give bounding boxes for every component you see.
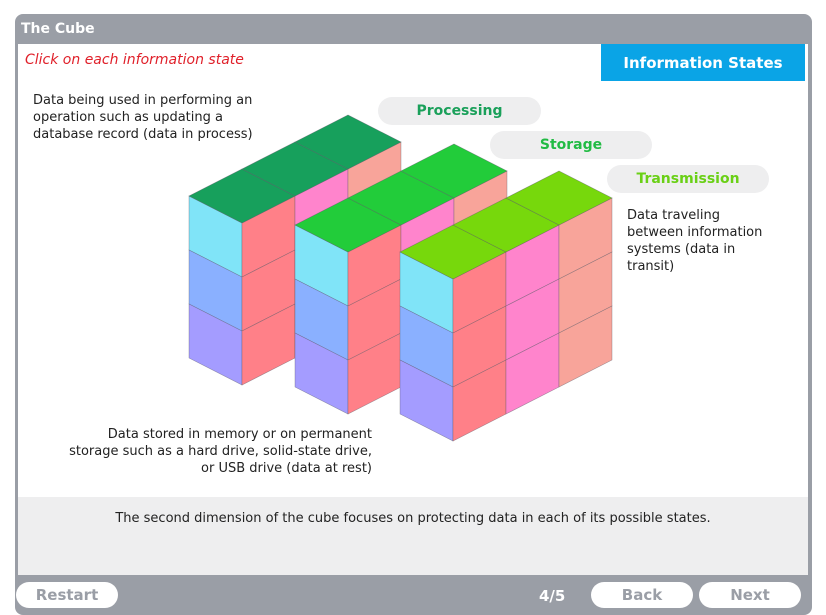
transmission-desc-line: transit): [627, 259, 675, 274]
processing-desc-line: operation such as updating a: [33, 110, 223, 125]
transmission-slab-side-cell[interactable]: [558, 305, 613, 388]
transmission-button[interactable]: Transmission: [607, 165, 769, 193]
storage-desc-line: storage such as a hard drive, solid-stat…: [69, 444, 372, 459]
back-button[interactable]: Back: [591, 582, 693, 608]
processing-button[interactable]: Processing: [378, 97, 541, 125]
explanation-text: The second dimension of the cube focuses…: [115, 511, 711, 526]
transmission-desc-line: Data traveling: [627, 208, 720, 223]
storage-slab-top-cell[interactable]: [400, 143, 508, 199]
information-states-header: Information States: [601, 44, 805, 81]
restart-button[interactable]: Restart: [16, 582, 118, 608]
storage-button[interactable]: Storage: [490, 131, 652, 159]
title-bar: The Cube: [15, 14, 812, 44]
explanation-panel: The second dimension of the cube focuses…: [18, 497, 808, 575]
storage-desc-line: or USB drive (data at rest): [201, 461, 372, 476]
transmission-desc-line: systems (data in: [627, 242, 736, 257]
storage-desc-line: Data stored in memory or on permanent: [107, 427, 372, 442]
storage-description: Data stored in memory or on permanent st…: [40, 426, 372, 477]
processing-slab-top-cell[interactable]: [294, 114, 402, 170]
window-title: The Cube: [21, 21, 95, 37]
page-counter: 4/5: [539, 587, 566, 605]
transmission-description: Data traveling between information syste…: [627, 207, 762, 275]
navigation-bar: Restart 4/5 Back Next: [15, 575, 812, 615]
processing-desc-line: database record (data in process): [33, 127, 253, 142]
transmission-desc-line: between information: [627, 225, 763, 240]
next-button[interactable]: Next: [699, 582, 801, 608]
instruction-text: Click on each information state: [25, 52, 244, 68]
processing-description: Data being used in performing an operati…: [33, 92, 253, 143]
processing-desc-line: Data being used in performing an: [33, 93, 253, 108]
transmission-slab-top-cell[interactable]: [505, 170, 613, 226]
